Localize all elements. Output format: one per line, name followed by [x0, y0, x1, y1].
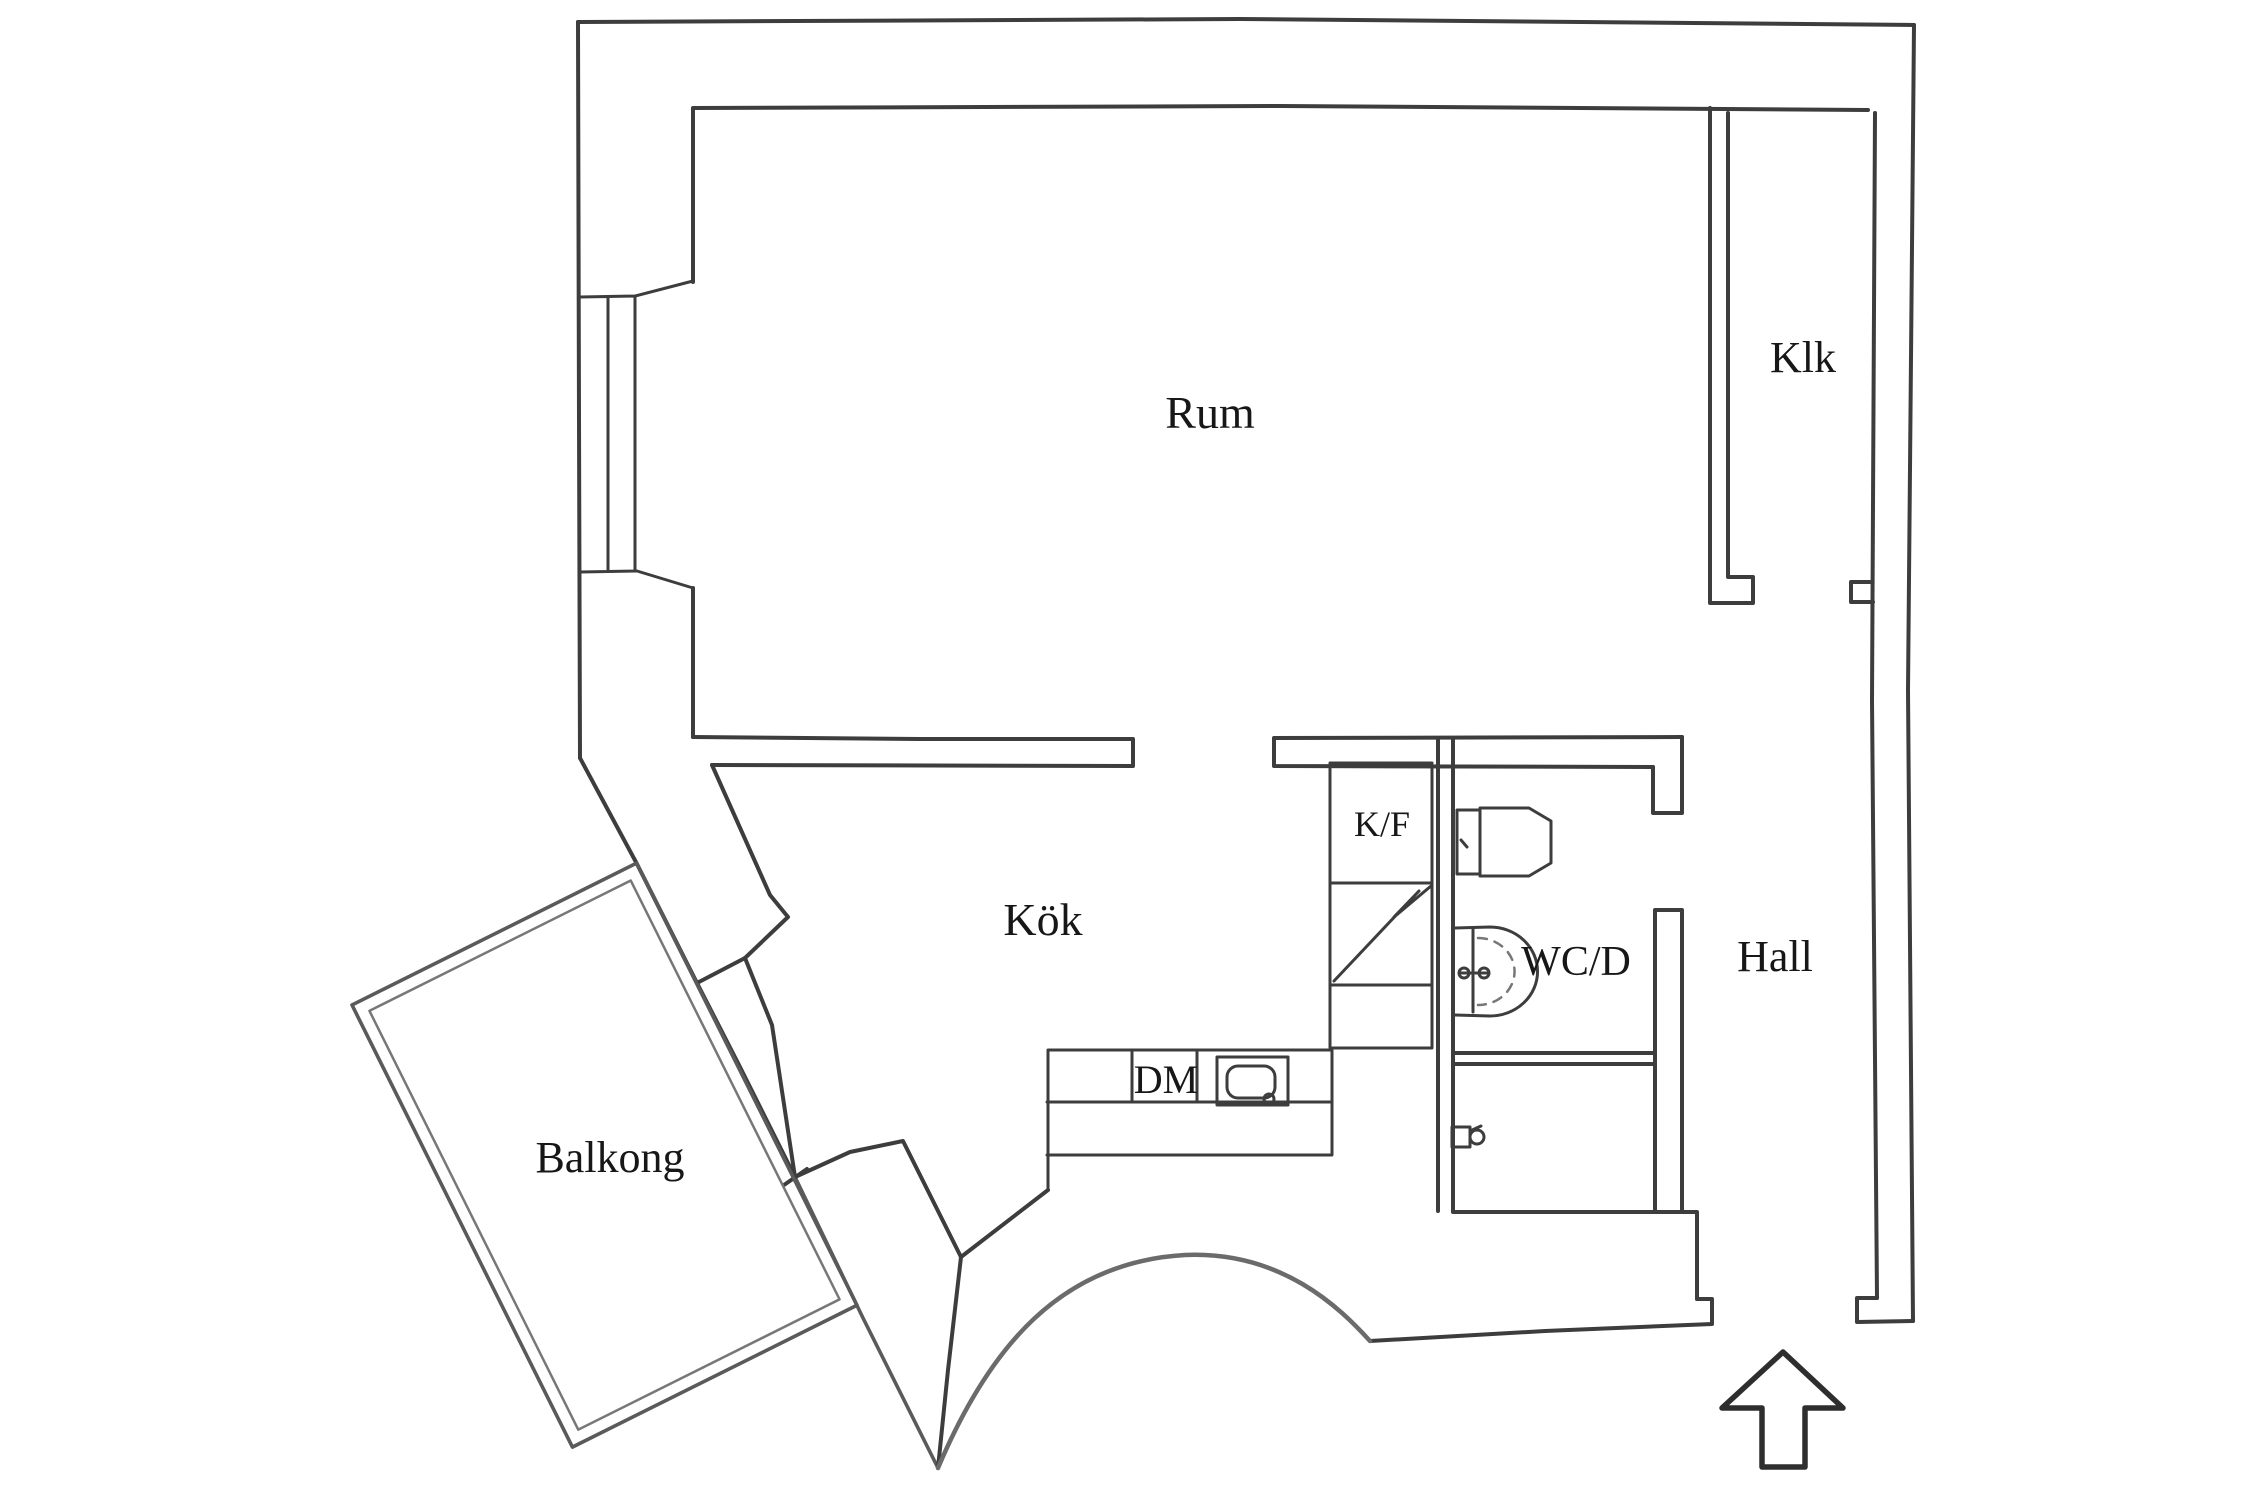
wall-klk-left [1708, 106, 1755, 605]
washbasin-inner [1476, 936, 1516, 1007]
balcony-door-jamb-upper [695, 956, 747, 985]
wall-wc-door-stub [1651, 735, 1684, 815]
wall-top-inner [692, 104, 1870, 112]
entrance-arrow-icon [1719, 1349, 1846, 1470]
window-bay [578, 279, 695, 590]
label-balkong: Balkong [535, 1133, 684, 1182]
kitchen-fixtures [1045, 761, 1434, 1192]
faucet-handle-right [1477, 966, 1491, 980]
toilet-icon [1478, 806, 1553, 878]
toilet-tank [1455, 808, 1482, 876]
door-swing-arc [935, 1252, 1373, 1471]
wall-bottom [1368, 1296, 1915, 1343]
balcony-railing-inner [368, 879, 841, 1431]
kitchen-sink-drain [1262, 1092, 1276, 1106]
kitchen-counter [1045, 1048, 1334, 1192]
wall-diagonal-inner [710, 763, 797, 1179]
faucet-handle-left [1457, 966, 1471, 980]
toilet-mark [1459, 838, 1469, 849]
wall-kitchen-step [793, 1139, 963, 1470]
valve-knob [1468, 1128, 1486, 1146]
kitchen-sink-basin [1225, 1064, 1277, 1100]
wc-fixtures [1450, 806, 1553, 1149]
label-hall: Hall [1737, 932, 1813, 981]
cabinet-boxes [1328, 881, 1434, 1050]
lightning-bolt-icon [1332, 884, 1433, 983]
wall-wc-bottom [1451, 1210, 1699, 1301]
kitchen-sink-icon [1215, 1055, 1290, 1107]
wall-left-outer [576, 20, 582, 760]
valve-icon [1450, 1124, 1483, 1149]
washbasin-icon [1453, 925, 1540, 1018]
label-rum: Rum [1165, 387, 1255, 438]
label-kf: K/F [1354, 804, 1410, 844]
wall-klk-right-jamb [1849, 580, 1875, 604]
label-klk: Klk [1770, 333, 1836, 382]
exterior-walls [576, 17, 1916, 1343]
balcony [350, 861, 859, 1449]
wall-rum-bottom-left [691, 735, 1135, 768]
label-wcd: WC/D [1521, 939, 1631, 985]
wall-rum-bottom-right [1272, 735, 1684, 769]
wall-top-outer [576, 17, 1916, 27]
label-dm: DM [1134, 1057, 1198, 1102]
wall-right-inner [1870, 111, 1879, 1300]
wall-counter-return [959, 1188, 1050, 1259]
wall-right-outer [1906, 23, 1916, 1323]
kitchen-walls [578, 756, 1050, 1470]
label-kok: Kök [1003, 894, 1082, 945]
wall-wc-east [1653, 908, 1684, 1214]
room-labels: Rum Klk Kök Hall WC/D Balkong K/F DM [535, 333, 1836, 1182]
window-symbol [578, 279, 695, 590]
wall-wc-divider [1451, 1051, 1657, 1066]
balcony-railing-outer [350, 861, 859, 1449]
interior-walls [691, 104, 1879, 1301]
